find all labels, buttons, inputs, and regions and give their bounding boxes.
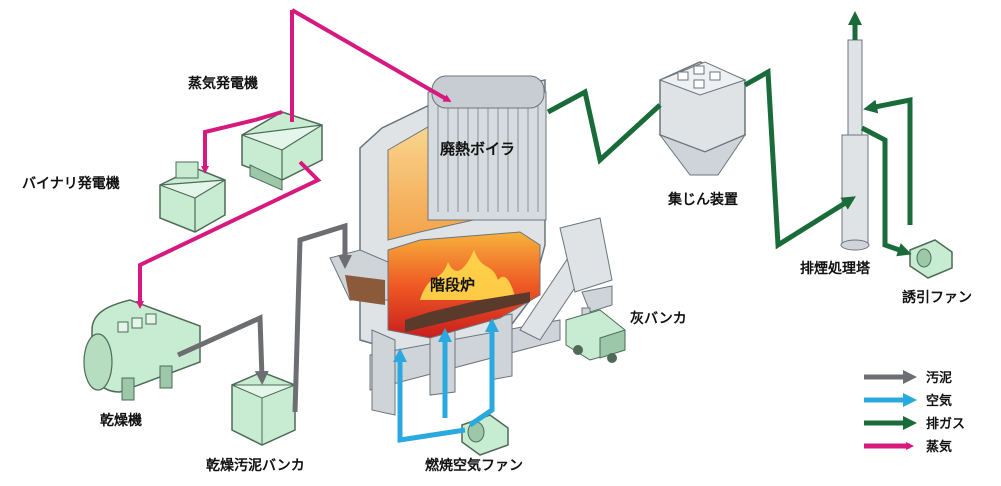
air-lines	[393, 318, 499, 443]
legend-label: 空気	[926, 393, 952, 409]
combustion-air-fan	[461, 414, 509, 456]
legend-label: 排ガス	[926, 416, 965, 432]
dried-sludge-bunker	[231, 371, 296, 446]
dust-collector	[658, 61, 747, 176]
legend-label: 汚泥	[926, 370, 952, 386]
legend-item-air: 空気	[864, 393, 952, 409]
dryer	[83, 299, 201, 401]
stoker-furnace	[329, 231, 541, 339]
binary-generator	[159, 161, 226, 233]
label-induced-fan: 誘引ファン	[902, 289, 972, 306]
sludge-lines	[176, 222, 352, 413]
label-ash-bunker: 灰バンカ	[630, 310, 687, 327]
steam-generator	[241, 111, 323, 191]
label-dryer: 乾燥機	[100, 412, 142, 429]
legend-item-steam: 蒸気	[864, 439, 952, 455]
legend-item-exhaust: 排ガス	[864, 416, 965, 432]
stack	[840, 39, 870, 251]
label-dust-collector: 集じん装置	[667, 191, 738, 208]
legend-item-sludge: 汚泥	[864, 370, 952, 386]
label-stoker-furnace: 階段炉	[430, 276, 475, 294]
label-binary-generator: バイナリ発電機	[22, 175, 120, 192]
label-stack: 排煙処理塔	[800, 260, 871, 277]
label-dried-sludge-bunker: 乾燥汚泥バンカ	[206, 457, 305, 474]
exhaust-lines	[546, 11, 913, 257]
legend: 汚泥 空気 排ガス 蒸気	[864, 370, 965, 455]
waste-heat-boiler	[387, 75, 547, 241]
label-steam-generator: 蒸気発電機	[188, 75, 258, 92]
induced-fan	[909, 239, 953, 279]
label-waste-heat-boiler: 廃熱ボイラ	[440, 140, 515, 158]
steam-lines	[136, 8, 452, 309]
ash-truck	[565, 309, 626, 363]
legend-label: 蒸気	[926, 439, 952, 455]
label-combustion-air-fan: 燃焼空気ファン	[425, 457, 523, 474]
